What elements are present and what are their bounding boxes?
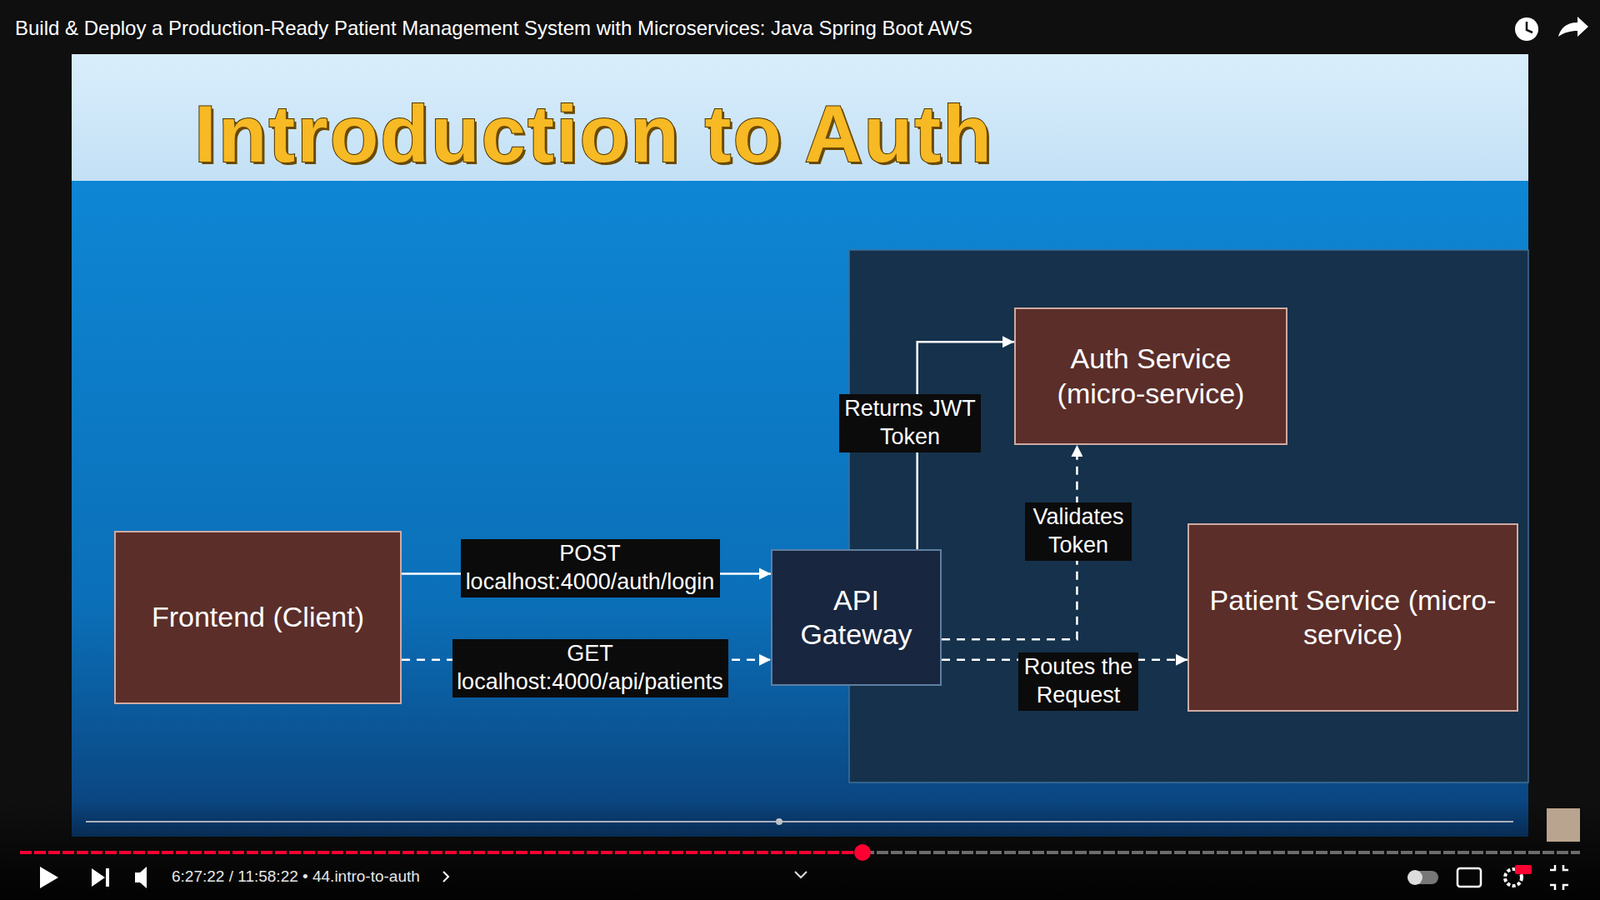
node-label: API Gateway <box>772 583 940 653</box>
share-icon <box>1558 16 1589 37</box>
video-progress-played <box>20 850 863 855</box>
channel-avatar <box>1546 808 1580 842</box>
video-title: Build & Deploy a Production-Ready Patien… <box>15 16 973 40</box>
expand-chevron <box>795 871 807 878</box>
autoplay-toggle <box>1408 870 1439 885</box>
node-label: Frontend (Client) <box>140 600 376 635</box>
video-scrubber <box>854 844 871 861</box>
slide-ground <box>71 180 1529 837</box>
backend-panel <box>849 250 1529 783</box>
watch-later-icon <box>1515 17 1539 41</box>
volume-icon <box>135 866 147 889</box>
edge-label: POST localhost:4000/auth/login <box>460 539 720 598</box>
controls-shade <box>0 800 1600 900</box>
gateway-box: API Gateway <box>770 549 942 686</box>
edge-label: GET localhost:4000/api/patients <box>452 639 729 698</box>
node-label: Auth Service (micro-service) <box>1015 341 1286 411</box>
service-box: Patient Service (micro-service) <box>1187 523 1519 712</box>
service-box: Auth Service (micro-service) <box>1014 307 1288 445</box>
hd-badge <box>1515 865 1532 875</box>
edge-label: Validates Token <box>1025 502 1132 561</box>
clock-hands <box>1526 21 1533 33</box>
slide-title: Introduction to Auth <box>194 94 994 175</box>
autoplay-knob <box>1407 870 1423 885</box>
captions-icon <box>1457 868 1481 887</box>
edge-label: Routes the Request <box>1018 652 1139 711</box>
play-icon <box>40 866 59 889</box>
chapter-chevron <box>443 871 449 882</box>
video-progress-rest <box>862 850 1580 855</box>
slide-header-band <box>71 54 1529 181</box>
edge-label: Returns JWT Token <box>839 394 981 453</box>
client-box: Frontend (Client) <box>114 530 402 705</box>
video-time: 6:27:22 / 11:58:22 • 44.intro-to-auth <box>171 867 420 886</box>
next-icon <box>91 868 110 887</box>
fullscreen-icon <box>1550 865 1569 890</box>
node-label: Patient Service (micro-service) <box>1189 583 1517 653</box>
